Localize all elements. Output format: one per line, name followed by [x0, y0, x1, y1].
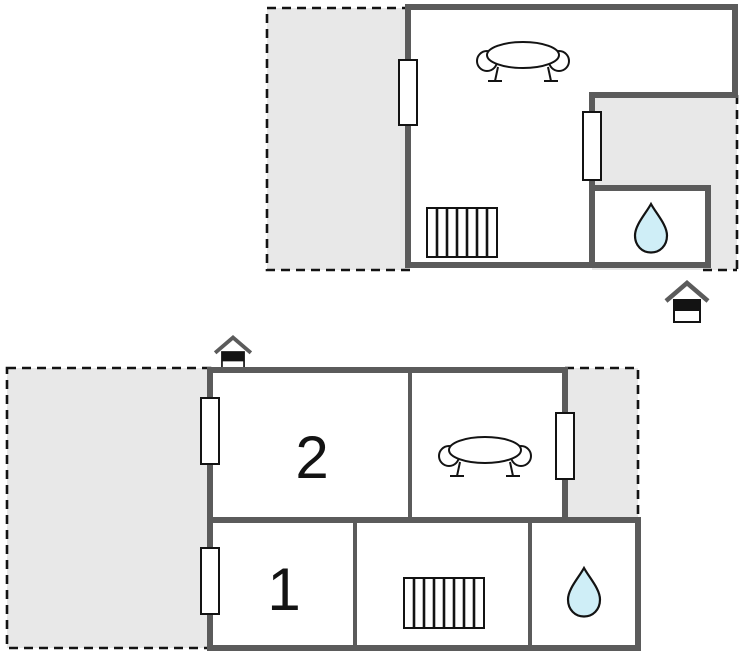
stairs-outline	[426, 207, 498, 258]
sofa-icon	[438, 436, 532, 477]
window-icon	[555, 412, 575, 480]
window-icon	[200, 547, 220, 615]
water-drop-icon	[566, 565, 602, 618]
lower-floor-plan: 2 1	[5, 335, 641, 651]
upper-right-terrace-dash	[703, 95, 739, 272]
lower-partition-walls	[353, 370, 532, 648]
sofa-icon	[476, 41, 570, 82]
window-icon	[582, 111, 602, 181]
stairs-steps	[412, 578, 476, 628]
sofa-legs	[488, 66, 558, 82]
entrance-band	[221, 352, 245, 362]
sofa-back	[486, 41, 560, 69]
stairs-steps	[435, 208, 489, 257]
entrance-band	[674, 300, 700, 311]
entrance-icon	[664, 280, 710, 323]
window-icon	[200, 397, 220, 465]
entrance-roof	[213, 335, 253, 355]
upper-terrace	[265, 6, 412, 272]
sofa-legs	[450, 461, 520, 477]
upper-floor-plan	[265, 4, 739, 323]
entrance-roof	[664, 280, 710, 303]
stairs-icon	[403, 577, 485, 629]
room-label-bedroom-1: 1	[267, 556, 300, 623]
lower-terrace	[5, 366, 212, 650]
room-label-bedroom-2: 2	[295, 424, 328, 491]
stairs-icon	[426, 207, 498, 258]
window-icon	[398, 59, 418, 126]
lower-right-terrace	[565, 368, 638, 520]
sofa-back	[448, 436, 522, 464]
water-drop-icon	[633, 201, 669, 254]
entrance-icon	[213, 335, 253, 372]
